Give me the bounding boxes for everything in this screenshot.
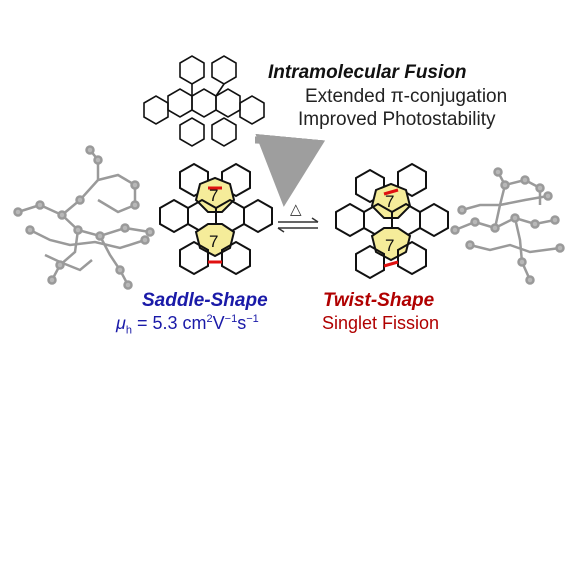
seven-ring-top-twist (370, 182, 412, 219)
precursor-molecule (143, 55, 265, 147)
twist-shape-label: Twist-Shape (323, 290, 435, 311)
reaction-arrow (254, 133, 326, 207)
saddle-molecule (159, 162, 273, 276)
conjugation-text: Extended π-conjugation (305, 86, 508, 107)
saddle-crystal-structure (13, 145, 155, 290)
hole-mobility-text: μh = 5.3 cm2V−1s−1 (116, 313, 259, 337)
photostability-text: Improved Photostability (298, 109, 496, 130)
twist-crystal-structure (450, 167, 565, 285)
heat-symbol: △ (290, 200, 302, 218)
twist-ring-label-bottom: 7 (385, 236, 394, 255)
fusion-title: Intramolecular Fusion (268, 62, 467, 83)
twist-ring-label-top: 7 (385, 192, 394, 211)
twist-molecule (335, 162, 449, 280)
saddle-shape-label: Saddle-Shape (142, 290, 268, 311)
equilibrium-arrows (277, 217, 319, 233)
saddle-ring-label-top: 7 (209, 186, 218, 205)
saddle-ring-label-bottom: 7 (209, 232, 218, 251)
singlet-fission-text: Singlet Fission (322, 313, 440, 333)
